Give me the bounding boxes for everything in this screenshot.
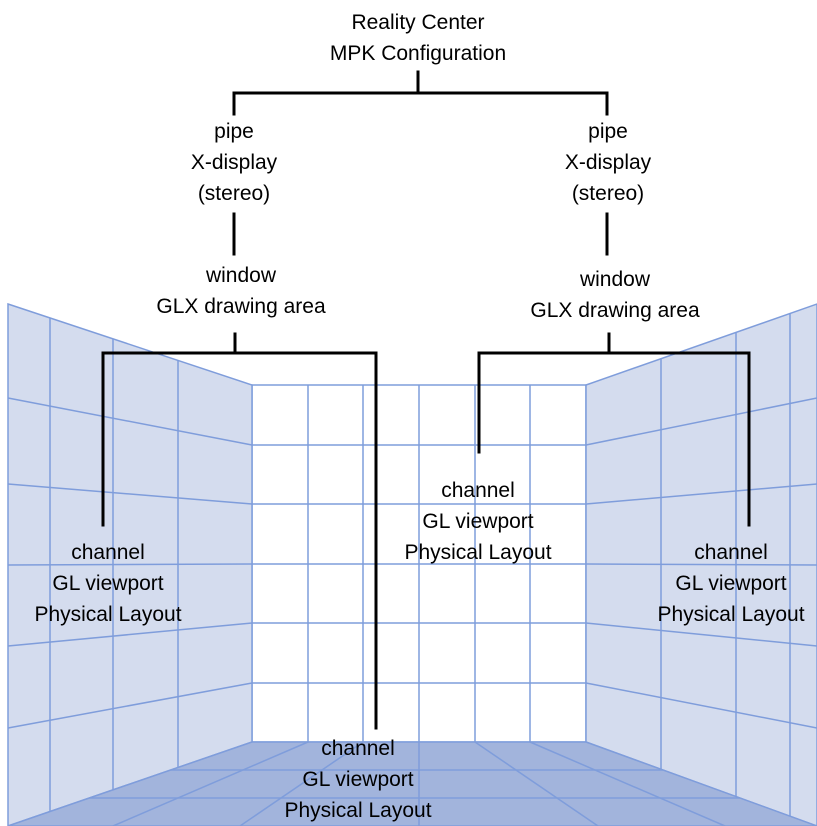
right-wall-grid	[585, 313, 817, 817]
window-label-line2: GLX drawing area	[156, 295, 326, 318]
right-grid-horizontal-line	[585, 483, 817, 505]
right-wall	[585, 303, 817, 826]
back-wall-grid	[252, 385, 586, 742]
channel-node-floor: channel GL viewport Physical Layout	[284, 733, 431, 826]
pipe-label-line1: pipe	[588, 120, 628, 143]
left-grid-horizontal-line	[7, 622, 253, 647]
channel-label-line2: GL viewport	[302, 768, 414, 791]
floor-grid-radial-line	[474, 741, 599, 826]
channel-label-line1: channel	[321, 737, 395, 760]
floor-grid	[89, 741, 740, 826]
pipe-label-line1: pipe	[214, 120, 254, 143]
window-label-line1: window	[205, 264, 277, 287]
channel-label-line1: channel	[441, 479, 515, 502]
channel-label-line3: Physical Layout	[34, 603, 182, 626]
root-connector	[232, 91, 609, 116]
channel-node-left-wall: channel GL viewport Physical Layout	[34, 537, 181, 630]
window-label-line1: window	[579, 268, 651, 291]
pipe-label-line3: (stereo)	[571, 182, 645, 205]
channel-node-center-wall: channel GL viewport Physical Layout	[404, 475, 551, 568]
channel-label-line3: Physical Layout	[404, 541, 552, 564]
right-grid-horizontal-line	[585, 563, 817, 566]
window-node-left: window GLX drawing area	[156, 260, 325, 322]
pipe-node-right: pipe X-display (stereo)	[565, 116, 651, 209]
pipe-label-line3: (stereo)	[197, 182, 271, 205]
right-grid-horizontal-line	[585, 682, 817, 729]
floor-grid-radial-line	[529, 741, 726, 826]
left-grid-horizontal-line	[7, 682, 253, 729]
pipe-label-line2: X-display	[564, 151, 652, 174]
channel-label-line2: GL viewport	[422, 510, 534, 533]
root-label-line2: MPK Configuration	[329, 42, 507, 65]
channel-label-line1: channel	[694, 541, 768, 564]
window-label-line2: GLX drawing area	[530, 299, 700, 322]
right-grid-horizontal-line	[585, 397, 817, 446]
floor	[7, 741, 817, 826]
left-grid-horizontal-line	[7, 397, 253, 446]
channel-label-line2: GL viewport	[52, 572, 164, 595]
root-label-line1: Reality Center	[351, 11, 485, 34]
left-grid-horizontal-line	[7, 483, 253, 505]
right-grid-horizontal-line	[585, 622, 817, 647]
channel-label-line1: channel	[71, 541, 145, 564]
window-left-connector	[101, 351, 378, 730]
channel-label-line2: GL viewport	[675, 572, 787, 595]
pipe-node-left: pipe X-display (stereo)	[191, 116, 277, 209]
window-right-connector	[477, 351, 751, 527]
back-wall	[251, 384, 587, 743]
left-wall-grid	[7, 317, 253, 812]
channel-label-line3: Physical Layout	[284, 799, 432, 822]
channel-label-line3: Physical Layout	[657, 603, 805, 626]
floor-grid-radial-line	[239, 741, 364, 826]
channel-node-right-wall: channel GL viewport Physical Layout	[657, 537, 804, 630]
left-grid-horizontal-line	[7, 563, 253, 566]
pipe-label-line2: X-display	[190, 151, 278, 174]
floor-grid-radial-line	[112, 741, 309, 826]
root-node: Reality Center MPK Configuration	[330, 7, 506, 69]
window-node-right: window GLX drawing area	[530, 264, 699, 326]
